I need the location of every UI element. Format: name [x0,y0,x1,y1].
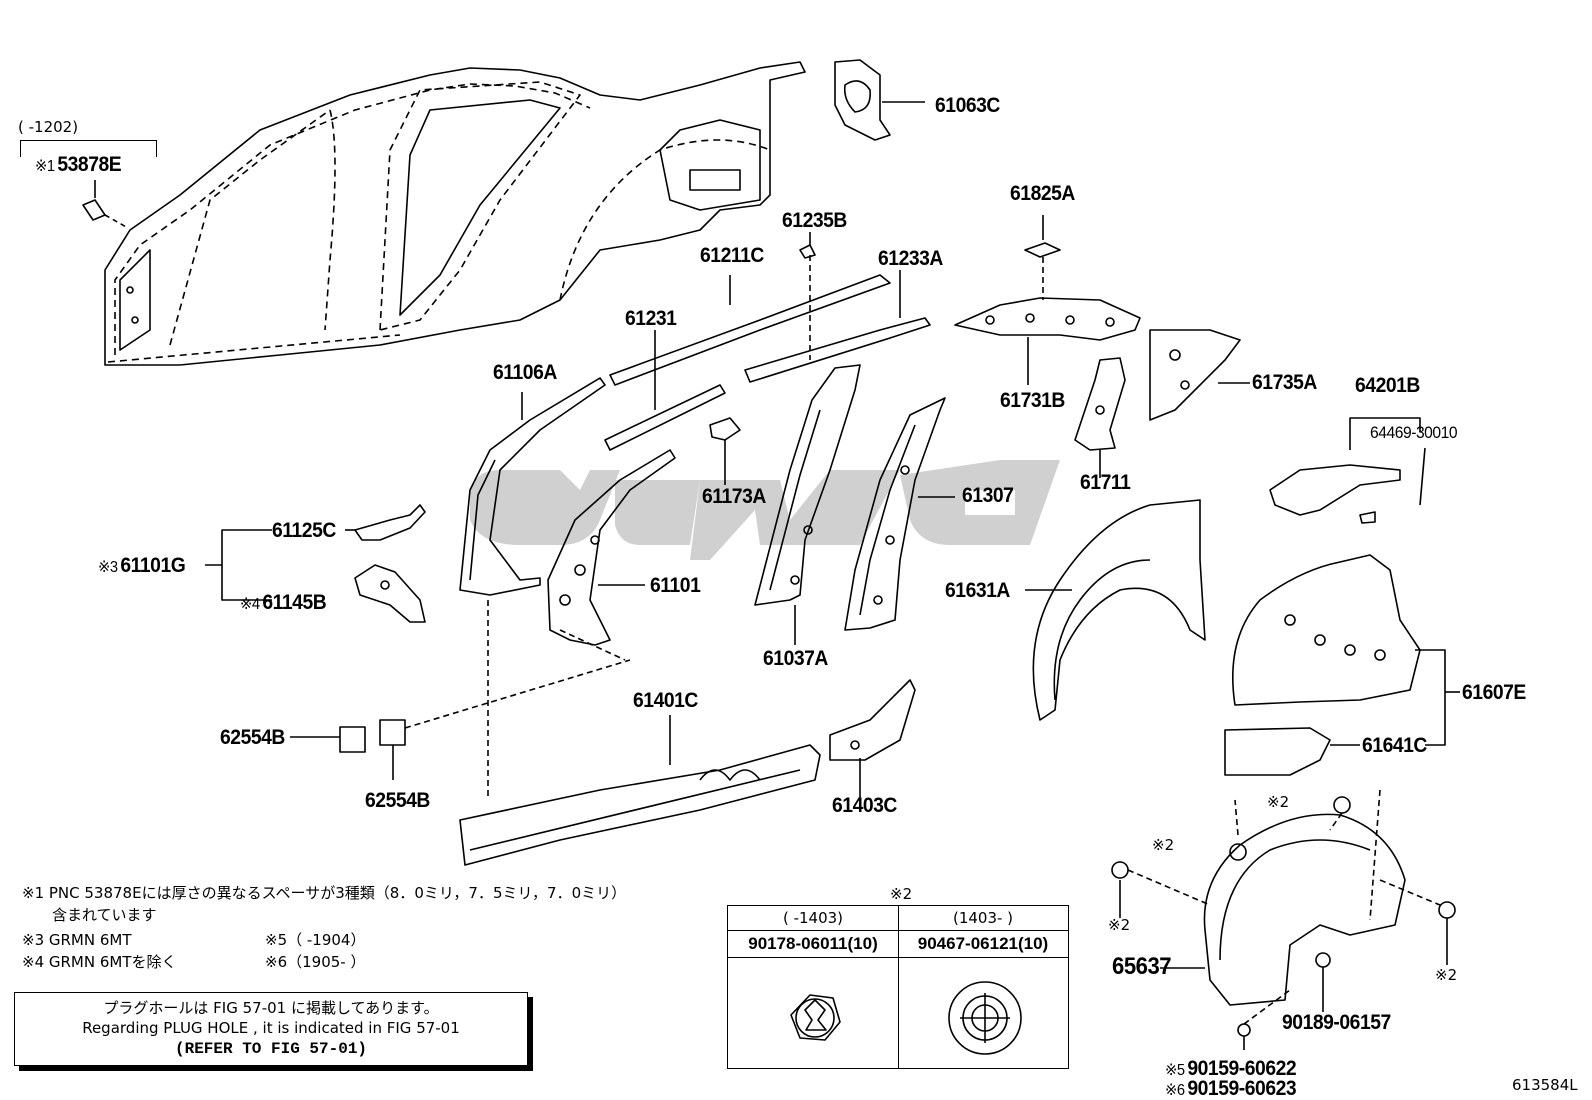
label-90189[interactable]: 90189-06157 [1282,1011,1391,1034]
note-1-line-2: 含まれています [52,906,157,924]
part-62554b [290,659,631,780]
clip-col2-part[interactable]: 90467-06121(10) [898,931,1068,958]
label-61607e[interactable]: 61607E [1462,681,1526,704]
note-4: ※4 GRMN 6MTを除く [22,953,177,971]
part-61711 [1074,357,1126,478]
label-61211c[interactable]: 61211C [700,244,764,267]
figure-id: 613584L [1512,1076,1578,1094]
clip-icon-right [948,981,1022,1055]
label-61735a[interactable]: 61735A [1252,371,1317,394]
clip-table-divider [898,906,899,1068]
roof-rails [604,232,931,451]
clip-mark-d: ※2 [1435,966,1458,984]
part-61401c [459,715,821,866]
part-61063c [834,59,925,141]
plug-hole-line-2: Regarding PLUG HOLE , it is indicated in… [82,1019,460,1038]
label-61037a[interactable]: 61037A [763,647,828,670]
label-64201b[interactable]: 64201B [1355,374,1420,397]
part-64201b [1269,417,1426,524]
part-61101 [547,449,676,661]
label-61173a[interactable]: 61173A [702,485,766,508]
label-61401c[interactable]: 61401C [633,689,698,712]
label-62554b-a[interactable]: 62554B [220,726,285,749]
label-62554b-b[interactable]: 62554B [365,789,430,812]
plug-hole-line-1: プラグホールは FIG 57-01 に掲載してあります。 [103,999,439,1017]
label-61825a[interactable]: 61825A [1010,182,1075,205]
label-61403c[interactable]: 61403C [832,794,897,817]
clip-mark-c: ※2 [1108,916,1131,934]
part-61641c [1224,727,1360,776]
note-6: ※6（1905- ） [265,953,366,971]
part-61607e [1232,554,1460,746]
label-61235b[interactable]: 61235B [782,209,847,232]
part-61631a [1025,499,1206,721]
note-3: ※3 GRMN 6MT [22,931,132,949]
spacer-53878e [82,180,129,229]
part-61106a [459,377,606,800]
label-61641c[interactable]: 61641C [1362,734,1427,757]
label-61101[interactable]: 61101 [650,574,701,597]
note-5: ※5（ -1904） [265,931,366,949]
part-61125c [345,504,426,541]
clip-col2-range: (1403- ) [898,906,1068,931]
part-61145b [354,564,426,623]
label-64469[interactable]: 64469-30010 [1370,423,1458,442]
bracket-61101g [205,529,272,601]
clip-icon-left [790,994,841,1041]
label-61711[interactable]: 61711 [1080,471,1131,494]
note-1-line-1: ※1 PNC 53878Eには厚さの異なるスペーサが3種類（8．0ミリ，7．5ミ… [22,884,627,902]
part-61307 [844,397,955,631]
label-61731b[interactable]: 61731B [1000,389,1065,412]
part-61403c [829,679,916,805]
part-61731b [954,297,1141,385]
label-61631a[interactable]: 61631A [945,579,1010,602]
label-61231[interactable]: 61231 [625,307,677,330]
clip-mark-b: ※2 [1152,836,1175,854]
plug-hole-note-box: プラグホールは FIG 57-01 に掲載してあります。 Regarding P… [14,992,528,1066]
label-61125c[interactable]: 61125C [272,519,336,542]
part-65637 [1111,789,1456,1050]
label-61233a[interactable]: 61233A [878,247,943,270]
label-61063c[interactable]: 61063C [935,94,1000,117]
body-side-outer-panel [104,61,806,366]
watermark-logo [470,460,1060,560]
plug-hole-ref[interactable]: (REFER TO FIG 57-01) [174,1039,368,1058]
part-61173a [709,417,741,485]
clip-mark-a: ※2 [1267,793,1290,811]
label-61307[interactable]: 61307 [962,484,1014,507]
clip-col1-part[interactable]: 90178-06011(10) [728,931,898,958]
part-61825a [1024,215,1061,300]
clip-table: ( -1403) (1403- ) 90178-06011(10) 90467-… [727,905,1069,1069]
bracket-53878e [20,140,157,157]
label-65637[interactable]: 65637 [1112,953,1172,980]
label-61106a[interactable]: 61106A [493,361,557,384]
clip-col1-range: ( -1403) [728,906,898,931]
clip-table-title: ※2 [890,885,913,903]
range-1202: ( -1202) [18,118,79,136]
part-61037a [754,364,861,645]
part-61735a [1149,329,1250,421]
